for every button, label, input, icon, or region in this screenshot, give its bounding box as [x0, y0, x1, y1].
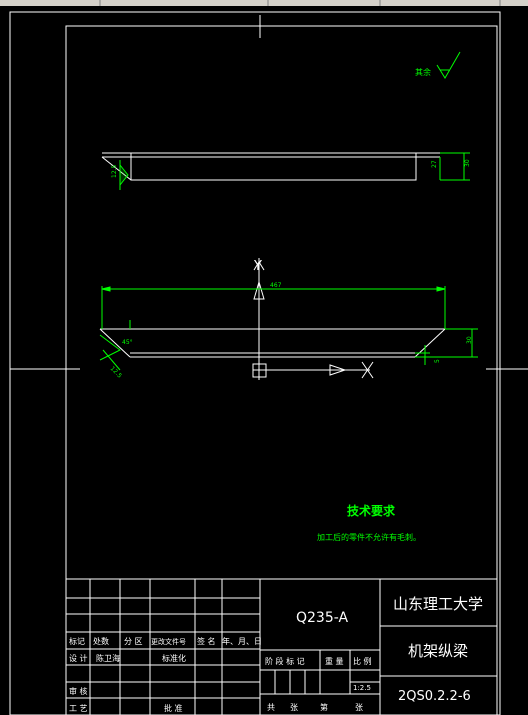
drawing-border	[9, 11, 528, 715]
header-change: 更改文件号	[151, 637, 186, 646]
surface-finish-symbol: 其余	[415, 51, 461, 79]
technical-requirements: 技术要求 加工后的零件不允许有毛刺。	[317, 503, 421, 542]
header-weight: 重 量	[325, 656, 344, 666]
front-dim-chamfer: 12.5	[109, 365, 124, 380]
header-sign: 签 名	[197, 636, 216, 646]
tech-note: 加工后的零件不允许有毛刺。	[317, 532, 421, 542]
header-stage: 阶 段 标 记	[265, 656, 305, 666]
title-block	[65, 578, 498, 715]
front-dim-angle: 45°	[122, 339, 133, 346]
footer-sheets: 张	[290, 703, 298, 712]
designer-name: 陈卫海	[96, 653, 120, 663]
surface-note: 其余	[415, 67, 431, 77]
drawing-number: 2QS0.2.2-6	[398, 689, 471, 704]
tech-title: 技术要求	[347, 503, 396, 518]
part-name: 机架纵梁	[408, 642, 468, 660]
school-name: 山东理工大学	[393, 595, 483, 613]
footer-total: 共	[267, 703, 275, 712]
header-process: 工 艺	[69, 704, 88, 713]
footer-sheets2: 张	[355, 703, 363, 712]
axis-y-label: Y	[253, 259, 262, 274]
top-view: 12.5 27 30	[101, 152, 471, 190]
top-dim-inner: 27	[431, 160, 438, 168]
header-approve: 批 准	[164, 703, 183, 713]
header-date: 年、月、日	[222, 636, 262, 646]
top-dim-left: 12.5	[111, 164, 118, 178]
header-design: 设 计	[69, 653, 88, 663]
front-dim-height: 30	[466, 336, 473, 344]
front-dim-small: 5	[434, 359, 441, 363]
header-review: 审 核	[69, 686, 88, 696]
header-zone: 分 区	[124, 637, 143, 646]
scale-value: 1:2.5	[353, 684, 371, 692]
window-top-strip	[0, 0, 528, 6]
header-mark: 标记	[69, 636, 85, 646]
front-dim-width: 467	[270, 282, 282, 289]
header-standard: 标准化	[162, 653, 186, 663]
top-dim-height: 30	[464, 159, 471, 167]
material: Q235-A	[296, 610, 348, 626]
header-count: 处数	[93, 636, 109, 646]
roughness-icon	[436, 51, 461, 79]
title-block-text: Q235-A 山东理工大学 机架纵梁 2QS0.2.2-6 1:2.5 标记 处…	[69, 595, 483, 713]
footer-sheet-no: 第	[320, 702, 328, 712]
front-view: Y 467 30 5 45° 12.5	[99, 258, 478, 380]
header-ratio: 比 例	[353, 656, 372, 666]
